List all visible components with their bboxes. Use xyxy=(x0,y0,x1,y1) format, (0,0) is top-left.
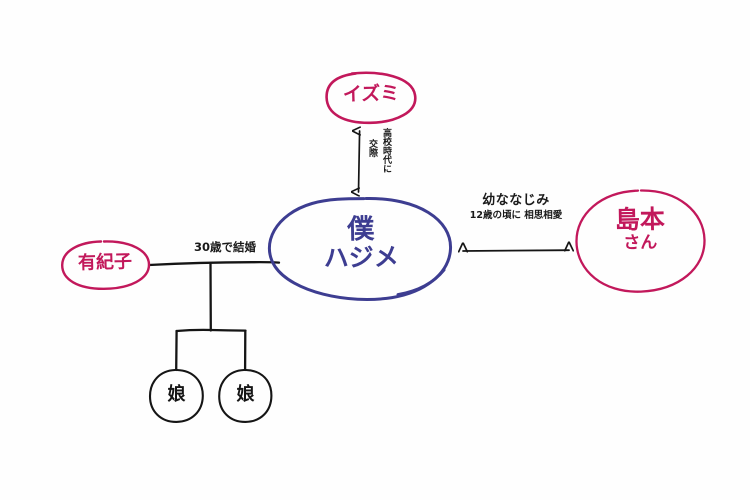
yukiko-boku-edge-label: 30歳で結婚 xyxy=(174,240,276,254)
yukiko-boku-line xyxy=(147,261,281,267)
izumi-label-line1: イズミ xyxy=(342,82,400,106)
shimamoto-label: 島本 さん xyxy=(580,204,701,254)
shimamoto-label-line2: さん xyxy=(623,232,658,254)
shimamoto-label-line1: 島本 xyxy=(614,204,666,235)
daughter-1-label: 娘 xyxy=(150,384,203,405)
daughter-1-label-text: 娘 xyxy=(167,384,186,405)
boku-hajime-label: 僕 ハジメ xyxy=(291,214,432,273)
izumi-boku-arrow xyxy=(359,131,360,192)
izumi-boku-edge-label-line1: 高校時代に xyxy=(381,128,391,173)
daughter-1-circle xyxy=(148,368,204,423)
yukiko-boku-edge-label-line1: 30歳で結婚 xyxy=(193,240,256,254)
boku-shimamoto-edge-label: 幼ななじみ 12歳の頃に 相思相愛 xyxy=(450,193,582,222)
shimamoto-ellipse xyxy=(575,189,706,293)
yukiko-label: 有紀子 xyxy=(63,251,147,274)
children-descent-line xyxy=(175,262,247,372)
boku-shimamoto-edge-label-line1: 幼ななじみ xyxy=(482,193,550,208)
boku-shimamoto-arrow xyxy=(463,250,569,251)
boku-label-line2: ハジメ xyxy=(323,242,400,273)
izumi-label: イズミ xyxy=(326,82,417,106)
yukiko-label-line1: 有紀子 xyxy=(77,251,133,274)
boku-hajime-ellipse xyxy=(268,196,453,301)
yukiko-ellipse xyxy=(60,240,151,291)
izumi-ellipse xyxy=(325,71,417,125)
izumi-boku-edge-label: 高校時代に 交際 xyxy=(366,128,400,188)
izumi-boku-edge-label-line2: 交際 xyxy=(367,139,377,157)
daughter-2-label: 娘 xyxy=(219,384,272,405)
boku-label-line1: 僕 xyxy=(346,213,375,246)
boku-shimamoto-edge-label-line2: 12歳の頃に 相思相愛 xyxy=(469,210,563,222)
daughter-2-circle xyxy=(218,368,273,423)
daughter-2-label-text: 娘 xyxy=(236,384,255,405)
